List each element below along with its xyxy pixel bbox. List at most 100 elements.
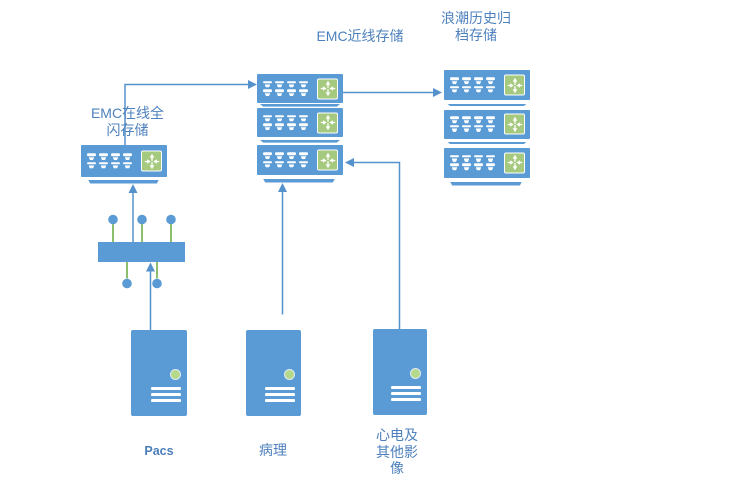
crossed-arrows-icon [504, 74, 525, 96]
drive-bay-icon [299, 123, 308, 130]
drive-bay-icon [111, 153, 120, 160]
drive-bay-icon [287, 89, 296, 96]
drive-bay-icon [287, 80, 296, 88]
crossed-arrows-icon [504, 113, 525, 135]
drive-bay-icon [263, 123, 272, 130]
connector-pathology-to-nearline [278, 183, 287, 315]
drive-bay-icon [87, 161, 96, 169]
crossed-arrows-icon [317, 78, 338, 99]
rack-base [88, 179, 159, 184]
drive-bay-icon [263, 160, 272, 168]
drive-bay-icon [299, 114, 308, 122]
drive-bay-icon [486, 155, 495, 162]
drive-bay-icon [462, 116, 471, 124]
drive-bay-icon [287, 114, 296, 122]
drive-bay-icon [450, 125, 459, 132]
crossed-arrows-icon [317, 149, 338, 171]
drive-bay-icon [123, 161, 132, 169]
led-dot-icon [411, 369, 420, 378]
pacs-server-label: Pacs [144, 444, 174, 458]
rack-base [263, 178, 335, 183]
drive-bay-icon [486, 85, 495, 93]
drive-bay-icon [123, 153, 132, 160]
rack-server-unit [257, 108, 343, 137]
drive-bay-icon [486, 116, 495, 124]
drive-bay-icon [275, 80, 284, 88]
drive-bay-icon [474, 163, 483, 171]
crossed-arrows-icon [141, 150, 162, 172]
drive-bay-icon [450, 77, 459, 84]
rack-tray [447, 141, 527, 145]
drive-bay-icon [462, 163, 471, 171]
nearline-storage-stack [257, 74, 343, 184]
drive-bay-icon [275, 123, 284, 130]
drive-bays [263, 80, 308, 97]
connector-switch-to-allflash [128, 184, 138, 242]
drive-bay-icon [275, 160, 284, 168]
drive-bays [87, 153, 132, 169]
drive-bays [450, 155, 495, 171]
drive-bay-icon [450, 85, 459, 93]
drive-bay-icon [299, 89, 308, 96]
ecg-server-label: 心电及 其他影 像 [376, 427, 418, 476]
crossed-arrows-icon [504, 152, 525, 174]
drive-bay-icon [474, 85, 483, 93]
tower-server-pacs [131, 330, 187, 416]
rack-server-unit [444, 148, 530, 178]
drive-bays [263, 114, 308, 131]
drive-bay-icon [486, 77, 495, 84]
vent-lines-icon [265, 387, 295, 406]
drive-bay-icon [275, 114, 284, 122]
drive-bay-icon [263, 80, 272, 88]
switch-ports [108, 214, 176, 289]
drive-bay-icon [299, 80, 308, 88]
tower-server-ecg [373, 329, 427, 415]
rack-server-unit [444, 70, 530, 100]
drive-bay-icon [474, 125, 483, 132]
drive-bay-icon [462, 125, 471, 132]
drive-bay-icon [474, 155, 483, 162]
drive-bay-icon [462, 155, 471, 162]
drive-bay-icon [287, 152, 296, 159]
drive-bay-icon [87, 153, 96, 160]
vent-lines-icon [151, 387, 181, 406]
drive-bay-icon [462, 77, 471, 84]
drive-bay-icon [111, 161, 120, 169]
drive-bay-icon [486, 125, 495, 132]
archive-storage-label: 浪潮历史归 档存储 [441, 10, 511, 43]
nearline-storage-label: EMC近线存储 [316, 28, 404, 44]
archive-storage-stack [444, 70, 530, 186]
drive-bay-icon [263, 114, 272, 122]
drive-bay-icon [474, 77, 483, 84]
rack-tray [260, 140, 340, 143]
drive-bay-icon [263, 152, 272, 159]
drive-bay-icon [450, 155, 459, 162]
rack-tray [447, 103, 527, 107]
connector-allflash-to-nearline [124, 80, 257, 145]
drive-bays [263, 152, 308, 168]
rack-server-unit [444, 110, 530, 139]
port-dot-icon [108, 214, 176, 289]
led-dot-icon [285, 370, 294, 379]
drive-bay-icon [450, 116, 459, 124]
connector-nearline-to-archive [343, 88, 442, 97]
led-dot-icon [171, 370, 180, 379]
drive-bay-icon [287, 160, 296, 168]
rack-base [450, 181, 522, 186]
vent-lines-icon [391, 386, 421, 405]
pathology-server-label: 病理 [259, 442, 287, 458]
connector-ecg-to-nearline [345, 158, 401, 329]
rack-server-unit [81, 145, 167, 177]
crossed-arrows-icon [317, 112, 338, 133]
allflash-storage-label: EMC在线全 闪存储 [90, 105, 165, 138]
drive-bay-icon [287, 123, 296, 130]
drive-bay-icon [450, 163, 459, 171]
drive-bay-icon [275, 89, 284, 96]
rack-server-unit [257, 74, 343, 103]
connector-pacs-to-switch [146, 262, 155, 330]
drive-bay-icon [299, 152, 308, 159]
network-switch [98, 242, 185, 262]
drive-bay-icon [462, 85, 471, 93]
tower-server-pathology [246, 330, 301, 416]
